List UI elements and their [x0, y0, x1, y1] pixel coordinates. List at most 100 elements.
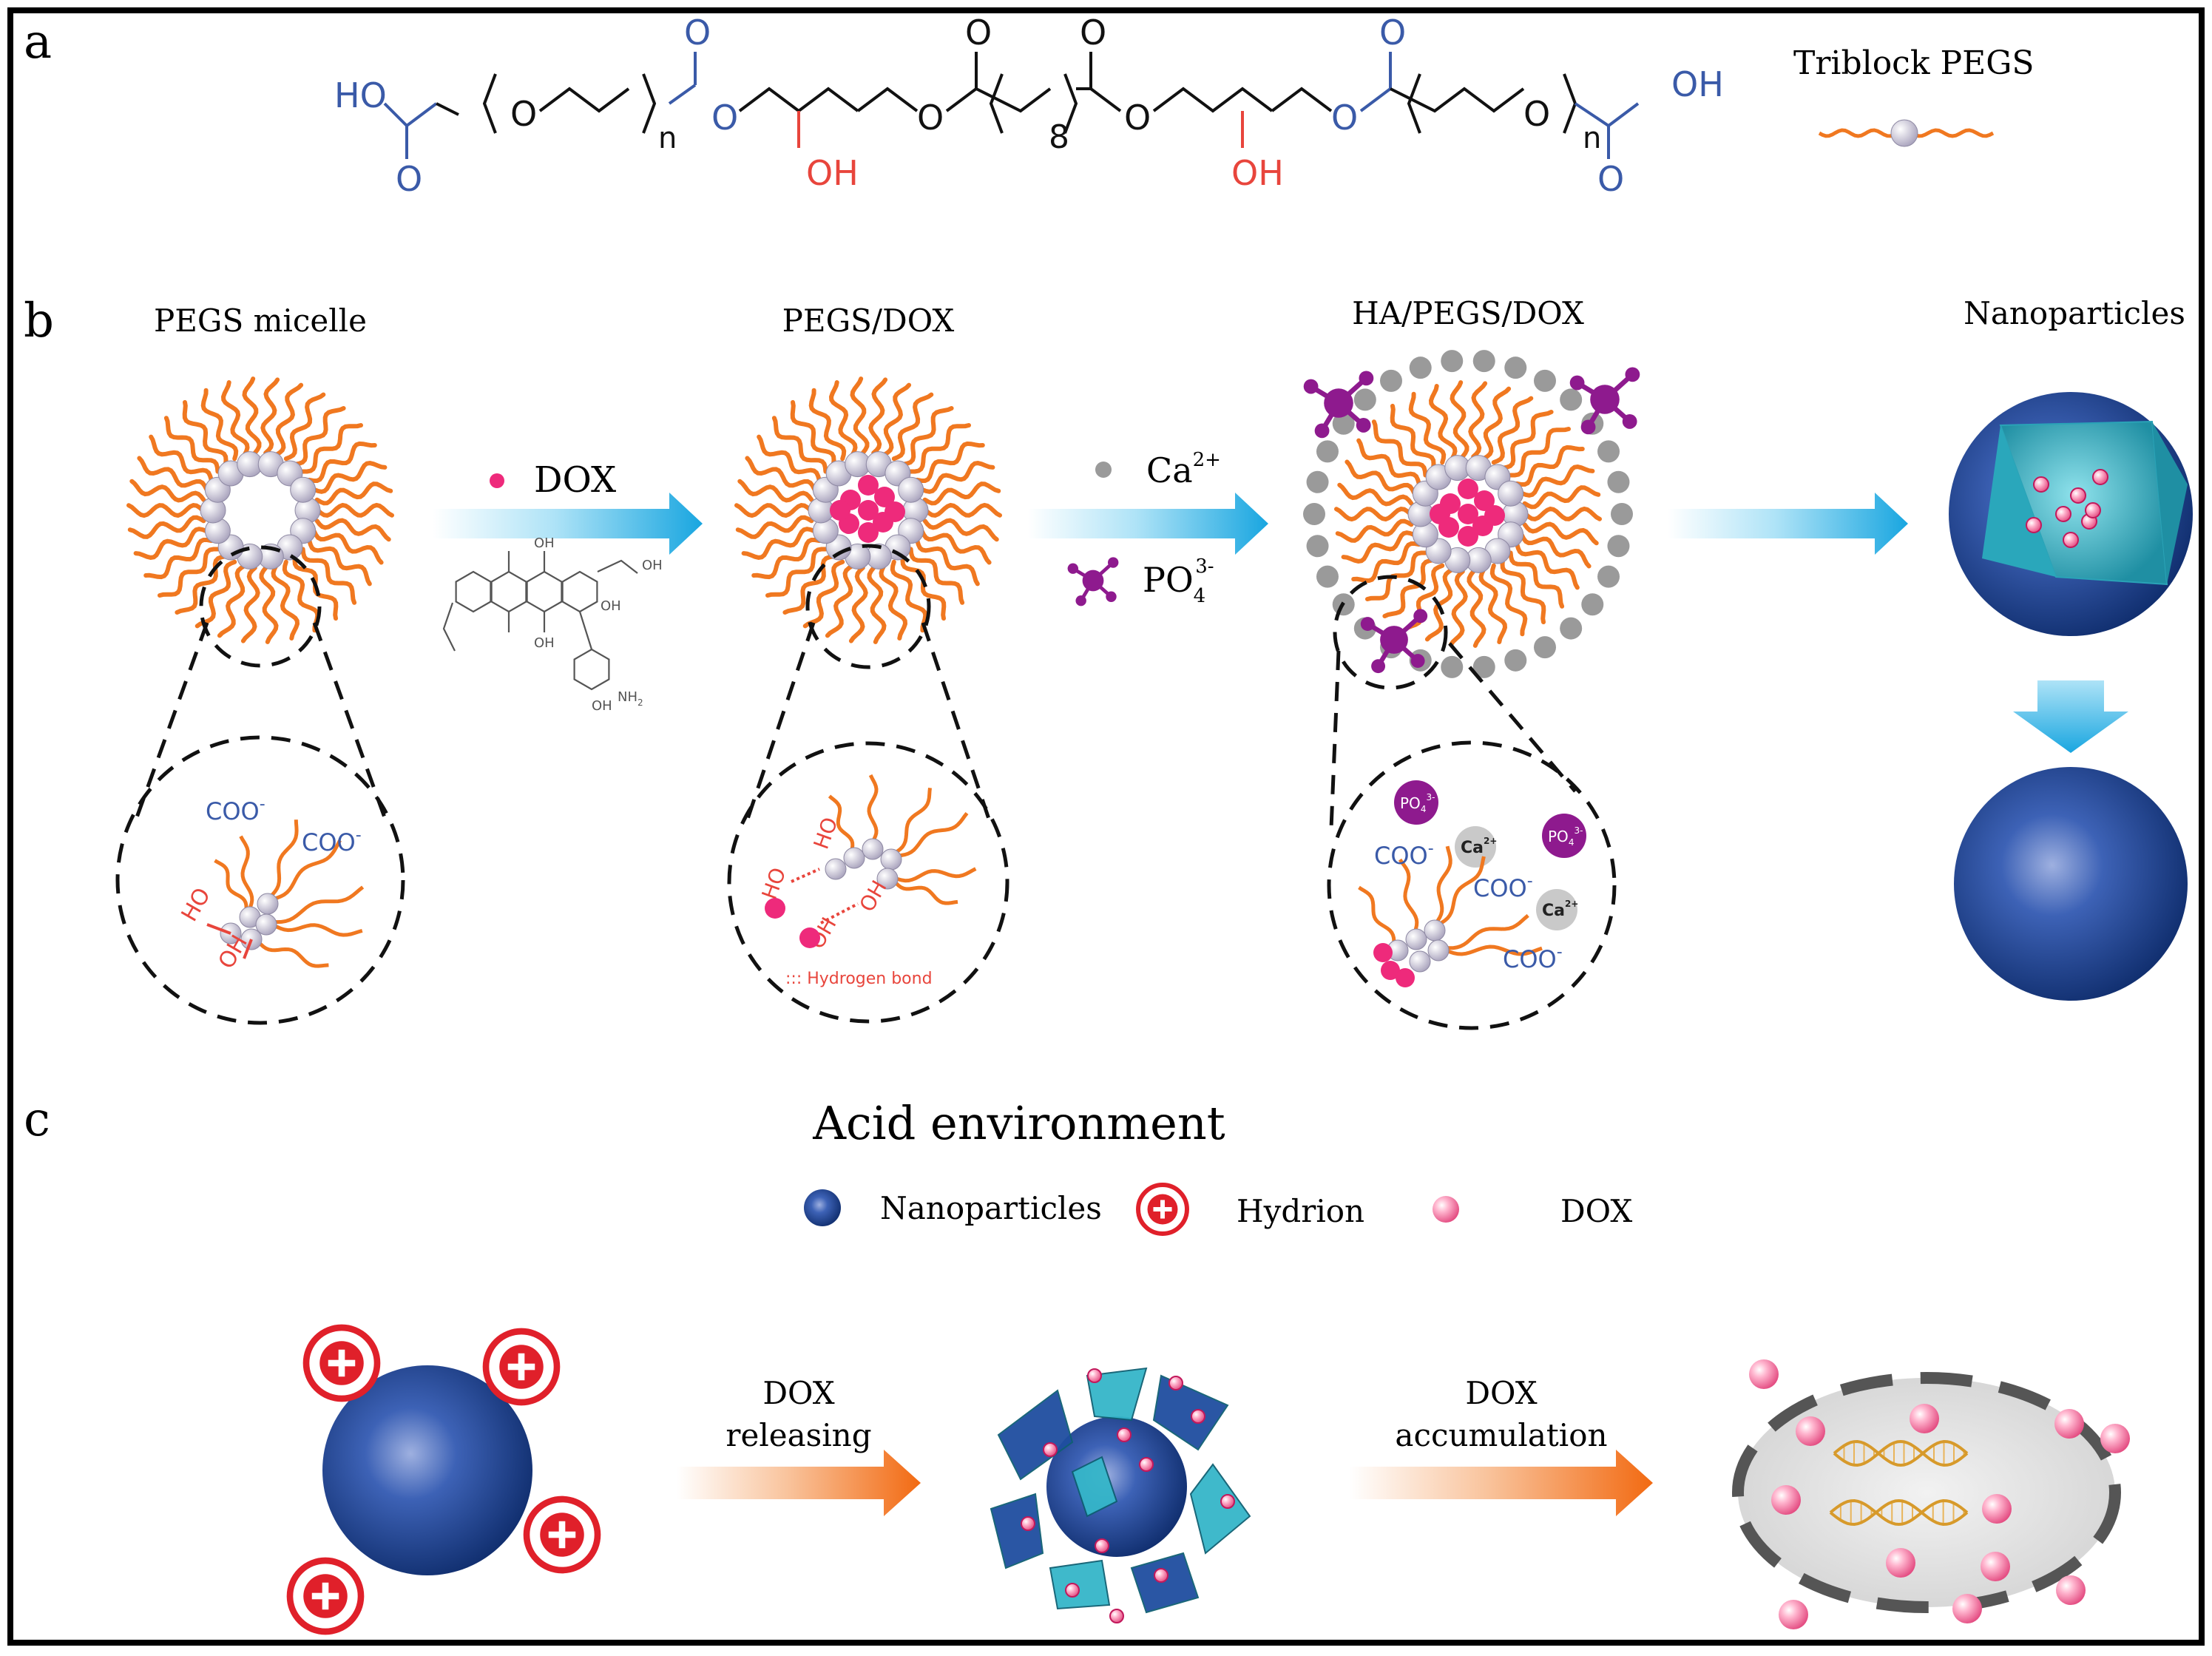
chem-carbonyl-o: O [684, 13, 711, 53]
peg-chain [129, 479, 206, 503]
pgs-bead [876, 868, 899, 890]
zoom2-detail-ring [727, 741, 1009, 1024]
nanoparticle-shard [990, 1493, 1044, 1569]
dna-strand [1829, 1498, 1969, 1527]
chem-bond [1390, 87, 1525, 113]
panel-c-letter: c [24, 1092, 50, 1147]
dox-accumulation-line1: DOX [1465, 1375, 1537, 1411]
peg-chain [900, 554, 947, 621]
peg-chain [300, 547, 357, 605]
peg-chain [195, 559, 237, 629]
peg-chain [808, 388, 847, 462]
nanoparticle-shard [1071, 1456, 1118, 1518]
chem-carbonyl-o: O [965, 13, 992, 53]
pgs-bead [257, 893, 279, 915]
dox-molecule [2026, 517, 2042, 533]
nanoparticle-shard [1130, 1552, 1200, 1614]
chem-n-left: n [658, 121, 677, 155]
peg-chain [1481, 386, 1512, 461]
dox-molecule [1430, 504, 1450, 524]
cutaway-face [1982, 425, 2056, 577]
chem-bond [1152, 87, 1274, 113]
dox-molecule [1952, 1594, 1982, 1623]
peg-chain [217, 564, 247, 638]
peg-chain [1337, 482, 1414, 507]
peg-chain [307, 538, 372, 587]
dox-molecule [858, 522, 879, 543]
zoom3-detail-ring [1327, 740, 1617, 1030]
peg-chain [293, 406, 346, 467]
pegs-micelle [126, 376, 394, 644]
chem-bond [1359, 87, 1392, 112]
zoom-guide-line [921, 622, 992, 822]
po4-oxygen [1075, 595, 1086, 606]
peg-chain [828, 380, 858, 457]
peg-chain [1501, 410, 1554, 470]
peg-chain [1408, 391, 1447, 465]
zoom1-ho-label: HO [177, 884, 216, 926]
chem-bracket [1407, 73, 1421, 134]
pgs-bead [880, 848, 902, 871]
dox-molecule [1021, 1516, 1035, 1531]
triblock-pegs-label: Triblock PEGS [1793, 44, 2035, 82]
peg-chain [1438, 856, 1486, 926]
peg-chain [1515, 542, 1580, 590]
zoom1-coo-label-1: COO- [206, 795, 265, 825]
ca-ion [1534, 636, 1556, 659]
zoom2-ho-label: HO [757, 865, 791, 903]
peg-chain [1519, 464, 1595, 498]
peg-chain [890, 559, 928, 633]
zoom1-detail-ring [115, 735, 405, 1025]
arrow-down-nanoparticle [2013, 680, 2128, 753]
peg-chain [1335, 518, 1414, 543]
dox-molecule [1886, 1548, 1915, 1578]
zoom3-source-ring [1333, 575, 1448, 690]
dna-strand [1829, 1498, 1969, 1527]
peg-chain [919, 529, 992, 565]
ca-ion-charge: 2+ [1565, 899, 1578, 909]
peg-chain [1390, 403, 1436, 470]
peg-chain [311, 461, 388, 494]
ca-ion [1441, 655, 1464, 678]
dox-molecule [830, 500, 850, 521]
hydrion-plus [518, 1353, 525, 1381]
peg-chain [214, 859, 248, 911]
po4-oxygen [1359, 371, 1374, 386]
dox-bond [578, 611, 593, 650]
peg-chain [133, 527, 209, 560]
dox-oh-label: OH [592, 698, 612, 714]
peg-chain [915, 441, 985, 483]
peg-chain [1467, 569, 1486, 648]
peg-chain [272, 923, 363, 937]
dox-molecule [1117, 1427, 1132, 1442]
peg-chain [1445, 913, 1529, 950]
panel-b-letter: b [24, 294, 54, 348]
chem-bond [1271, 87, 1333, 112]
chem-oh-terminal: OH [1671, 64, 1724, 104]
peg-chain [274, 382, 304, 457]
pegs-dox-micelle [734, 376, 1002, 644]
chem-oh-left: OH [806, 153, 859, 193]
peg-chain [897, 811, 969, 858]
dox-nh2-sub: 2 [637, 697, 643, 708]
ca-ion [1607, 470, 1630, 493]
peg-chain [1445, 944, 1543, 956]
dox-molecule [1043, 1442, 1058, 1457]
dox-molecule [1981, 1552, 2010, 1581]
po4-reagent-label: PO43- [1143, 555, 1214, 607]
dox-molecule [1139, 1457, 1154, 1472]
legend-nanoparticles-label: Nanoparticles [880, 1190, 1102, 1226]
peg-chain [919, 461, 995, 494]
dox-molecule [1154, 1568, 1168, 1583]
po4-oxygen [1303, 379, 1319, 394]
zoom3-coo-label-1: COO- [1374, 839, 1434, 870]
chem-ester-o: O [1124, 98, 1151, 138]
nanoparticle-shard [1152, 1374, 1229, 1451]
peg-chain [1523, 506, 1602, 521]
dox-molecule [885, 501, 905, 522]
nanoparticle-shard [1049, 1559, 1111, 1610]
nanoparticle-shard [997, 1389, 1074, 1481]
legend-dox-icon [1433, 1196, 1459, 1223]
dox-ring [455, 570, 492, 613]
dox-molecule [1910, 1404, 1939, 1433]
